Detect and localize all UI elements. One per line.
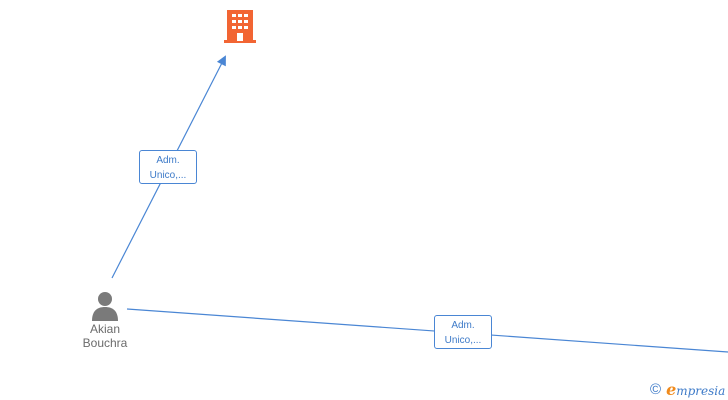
edge-label-person-company[interactable]: Adm. Unico,... [139, 150, 197, 184]
person-node[interactable]: Akian Bouchra [70, 290, 140, 350]
edge-label-line1: Adm. [156, 155, 180, 166]
brand-logo: empresia [666, 379, 726, 399]
person-name-line2: Bouchra [82, 336, 128, 350]
person-icon [92, 292, 118, 321]
edge-label-line2: Unico,... [149, 170, 187, 181]
edge-person-to-offscreen [126, 308, 728, 353]
edge-label-line1: Adm. [451, 320, 475, 331]
building-icon [224, 10, 256, 43]
empresia-watermark: © empresia [650, 379, 725, 399]
person-name: Akian Bouchra [70, 322, 140, 350]
person-name-line1: Akian [89, 322, 121, 336]
copyright-icon: © [650, 380, 662, 398]
edge-label-line2: Unico,... [444, 335, 482, 346]
edge-label-person-offscreen[interactable]: Adm. Unico,... [434, 315, 492, 349]
company-node[interactable] [222, 8, 258, 44]
